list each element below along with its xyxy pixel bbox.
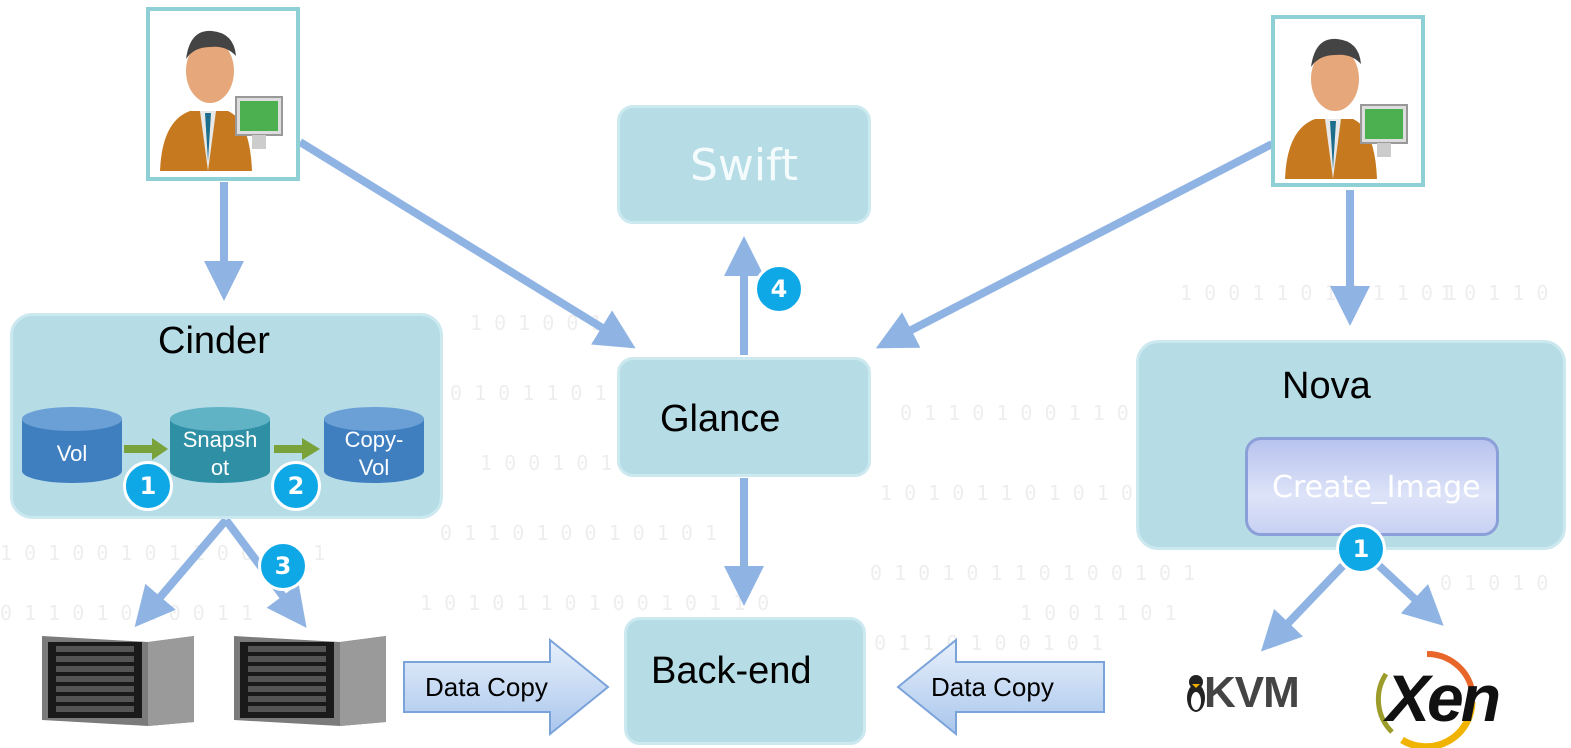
svg-text:1 0 0 1 1 0 1: 1 0 0 1 1 0 1 — [1020, 601, 1177, 625]
create-image-label: Create_Image — [1272, 470, 1481, 505]
swift-box: Swift — [617, 105, 871, 224]
kvm-logo: KVM — [1184, 668, 1314, 718]
volume-cylinders — [22, 407, 424, 483]
arrow-user-to-glance — [297, 138, 636, 349]
snapshot-label-line2: ot — [210, 455, 230, 480]
svg-text:0 1 1 0 1 0 0 1 1 0: 0 1 1 0 1 0 0 1 1 0 — [900, 401, 1129, 425]
backend-label: Back-end — [651, 650, 812, 692]
data-copy-arrow-left — [896, 638, 1105, 736]
svg-text:1 0 1 0 1 1 0 1 0 1 0: 1 0 1 0 1 1 0 1 0 1 0 — [880, 481, 1133, 505]
data-copy-left-label: Data Copy — [425, 672, 548, 702]
svg-text:1 0 1 1 0 1 0 0 1 0 1: 1 0 1 1 0 1 0 0 1 0 1 — [850, 631, 1103, 655]
create-image-box: Create_Image — [1245, 437, 1499, 536]
svg-text:1 0 0 1 1 0 1 0 1 1 0 1: 1 0 0 1 1 0 1 0 1 1 0 1 — [1180, 281, 1457, 305]
glance-box: Glance — [617, 357, 871, 477]
xen-text: Xen — [1386, 661, 1501, 735]
kvm-text: KVM — [1204, 668, 1300, 717]
backend-box: Back-end — [624, 617, 866, 745]
data-copy-arrow-right — [403, 638, 610, 736]
glance-label: Glance — [660, 398, 781, 440]
tux-icon — [1187, 675, 1205, 712]
step-badge-1: 1 — [123, 461, 173, 511]
user-left — [146, 7, 300, 181]
arrow-cinder-to-server1 — [134, 517, 230, 628]
vol-label: Vol — [56, 441, 88, 466]
svg-text:0 1 0 1 0 1 1 0 1 0 0 1 0 1: 0 1 0 1 0 1 1 0 1 0 0 1 0 1 — [870, 561, 1195, 585]
user-right — [1271, 15, 1425, 187]
nova-label: Nova — [1282, 365, 1371, 407]
step-badge-3: 3 — [258, 541, 308, 591]
svg-text:0 1 1 0 1 0 0 1 0 1 0 1: 0 1 1 0 1 0 0 1 0 1 0 1 — [440, 521, 717, 545]
svg-text:1 0 1 1 0: 1 0 1 1 0 — [1440, 281, 1548, 305]
xen-swirl-icon — [1375, 650, 1476, 748]
step-badge-2: 2 — [271, 461, 321, 511]
copy-vol-label-line1: Copy- — [344, 427, 404, 452]
storage-server-icon — [234, 636, 386, 726]
svg-text:1 0 1 0 1 1 0 1 0 0 1 0 1 1 0: 1 0 1 0 1 1 0 1 0 0 1 0 1 1 0 — [420, 591, 769, 615]
xen-logo: Xen — [1372, 650, 1567, 748]
data-copy-right-label: Data Copy — [931, 672, 1054, 702]
swift-label: Swift — [690, 140, 799, 191]
svg-text:0 1 1 0 1 0 1 0 0 1 1: 0 1 1 0 1 0 1 0 0 1 1 — [0, 601, 253, 625]
user-with-computer-icon — [160, 30, 283, 171]
arrow-user2-to-glance — [875, 140, 1274, 349]
step-badge-4: 4 — [754, 264, 804, 314]
user-with-computer-icon — [1285, 38, 1408, 179]
svg-text:0 1 0 1 0: 0 1 0 1 0 — [1440, 571, 1548, 595]
cinder-label: Cinder — [158, 320, 270, 362]
svg-text:0 1 0 1 1 0 1 0: 0 1 0 1 1 0 1 0 — [450, 381, 631, 405]
step-badge-nova-1: 1 — [1336, 524, 1386, 574]
copy-vol-label-line2: Vol — [358, 455, 390, 480]
snapshot-label-line1: Snapsh — [182, 427, 258, 452]
storage-server-icon — [42, 636, 194, 726]
